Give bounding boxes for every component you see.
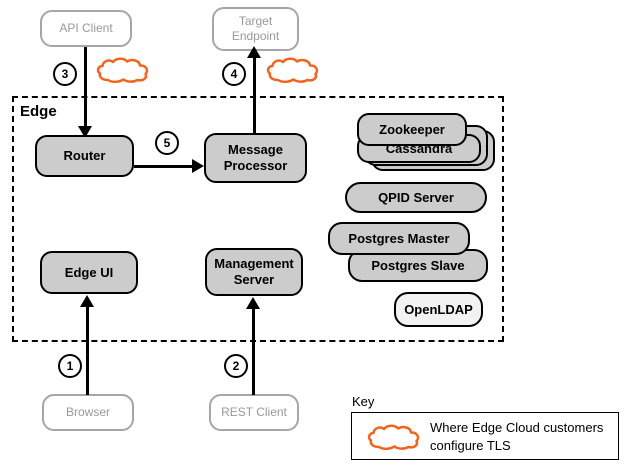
node-router[interactable]: Router bbox=[35, 135, 134, 177]
edge-boundary-label: Edge bbox=[20, 103, 57, 120]
step-badge-4[interactable]: 4 bbox=[222, 62, 246, 86]
key-cloud-icon bbox=[365, 424, 423, 451]
connector-rest-client-management-server bbox=[252, 305, 255, 395]
node-browser[interactable]: Browser bbox=[42, 394, 134, 431]
edge-boundary bbox=[12, 96, 504, 342]
node-qpid-server[interactable]: QPID Server bbox=[345, 182, 487, 213]
cloud-marker-4-icon bbox=[266, 57, 320, 84]
step-badge-5[interactable]: 5 bbox=[155, 131, 179, 155]
connector-mp-target-endpoint bbox=[253, 53, 256, 135]
node-api-client[interactable]: API Client bbox=[40, 10, 132, 47]
key-box bbox=[351, 412, 619, 460]
arrow-router-mp bbox=[192, 159, 204, 173]
step-badge-3[interactable]: 3 bbox=[53, 62, 77, 86]
node-message-processor[interactable]: Message Processor bbox=[204, 133, 307, 183]
node-edge-ui[interactable]: Edge UI bbox=[40, 251, 138, 294]
cloud-marker-3-icon bbox=[96, 57, 150, 84]
node-target-endpoint[interactable]: Target Endpoint bbox=[212, 7, 299, 51]
step-badge-2[interactable]: 2 bbox=[224, 354, 248, 378]
arrow-browser-edge-ui bbox=[80, 295, 94, 307]
connector-api-client-router bbox=[84, 47, 87, 134]
step-badge-1[interactable]: 1 bbox=[58, 354, 82, 378]
node-zookeeper[interactable]: Zookeeper bbox=[357, 113, 467, 146]
arrow-rest-client-management-server bbox=[246, 297, 260, 309]
node-management-server[interactable]: Management Server bbox=[205, 248, 303, 296]
arrow-mp-target-endpoint bbox=[247, 46, 261, 58]
node-postgres-master[interactable]: Postgres Master bbox=[328, 222, 470, 255]
connector-browser-edge-ui bbox=[86, 303, 89, 395]
key-entry-label: Where Edge Cloud customers configure TLS bbox=[430, 420, 604, 453]
node-openldap[interactable]: OpenLDAP bbox=[394, 292, 483, 327]
key-title: Key bbox=[352, 394, 375, 409]
connector-router-mp bbox=[134, 165, 198, 168]
node-rest-client[interactable]: REST Client bbox=[209, 394, 299, 431]
